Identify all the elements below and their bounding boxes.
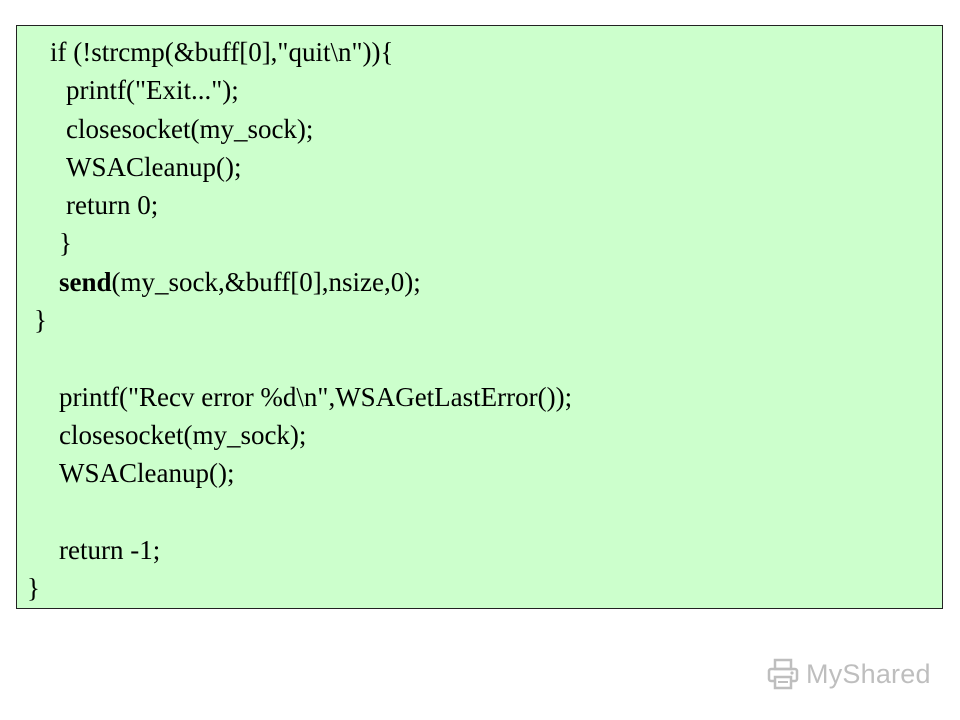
watermark-text: MyShared [806, 658, 931, 689]
printer-icon [767, 658, 799, 690]
code-line-5: return 0; [66, 190, 159, 220]
send-keyword: send [59, 267, 112, 297]
code-line-6: } [59, 228, 72, 258]
code-line-10: closesocket(my_sock); [59, 420, 307, 450]
code-line-2: printf("Exit..."); [66, 75, 239, 105]
send-arguments: (my_sock,&buff[0],nsize,0); [111, 267, 421, 297]
code-line-11: WSACleanup(); [59, 458, 235, 488]
code-block: if (!strcmp(&buff[0],"quit\n")){ printf(… [16, 25, 943, 609]
code-line-8: } [34, 305, 47, 335]
code-line-7: send(my_sock,&buff[0],nsize,0); [59, 266, 421, 298]
code-line-3: closesocket(my_sock); [66, 114, 314, 144]
code-line-12: return -1; [59, 535, 161, 565]
code-line-4: WSACleanup(); [66, 152, 242, 182]
code-line-1: if (!strcmp(&buff[0],"quit\n")){ [50, 37, 394, 67]
code-line-13: } [27, 573, 40, 603]
watermark: MyShared [766, 656, 931, 692]
code-line-9: printf("Recv error %d\n",WSAGetLastError… [59, 382, 573, 412]
